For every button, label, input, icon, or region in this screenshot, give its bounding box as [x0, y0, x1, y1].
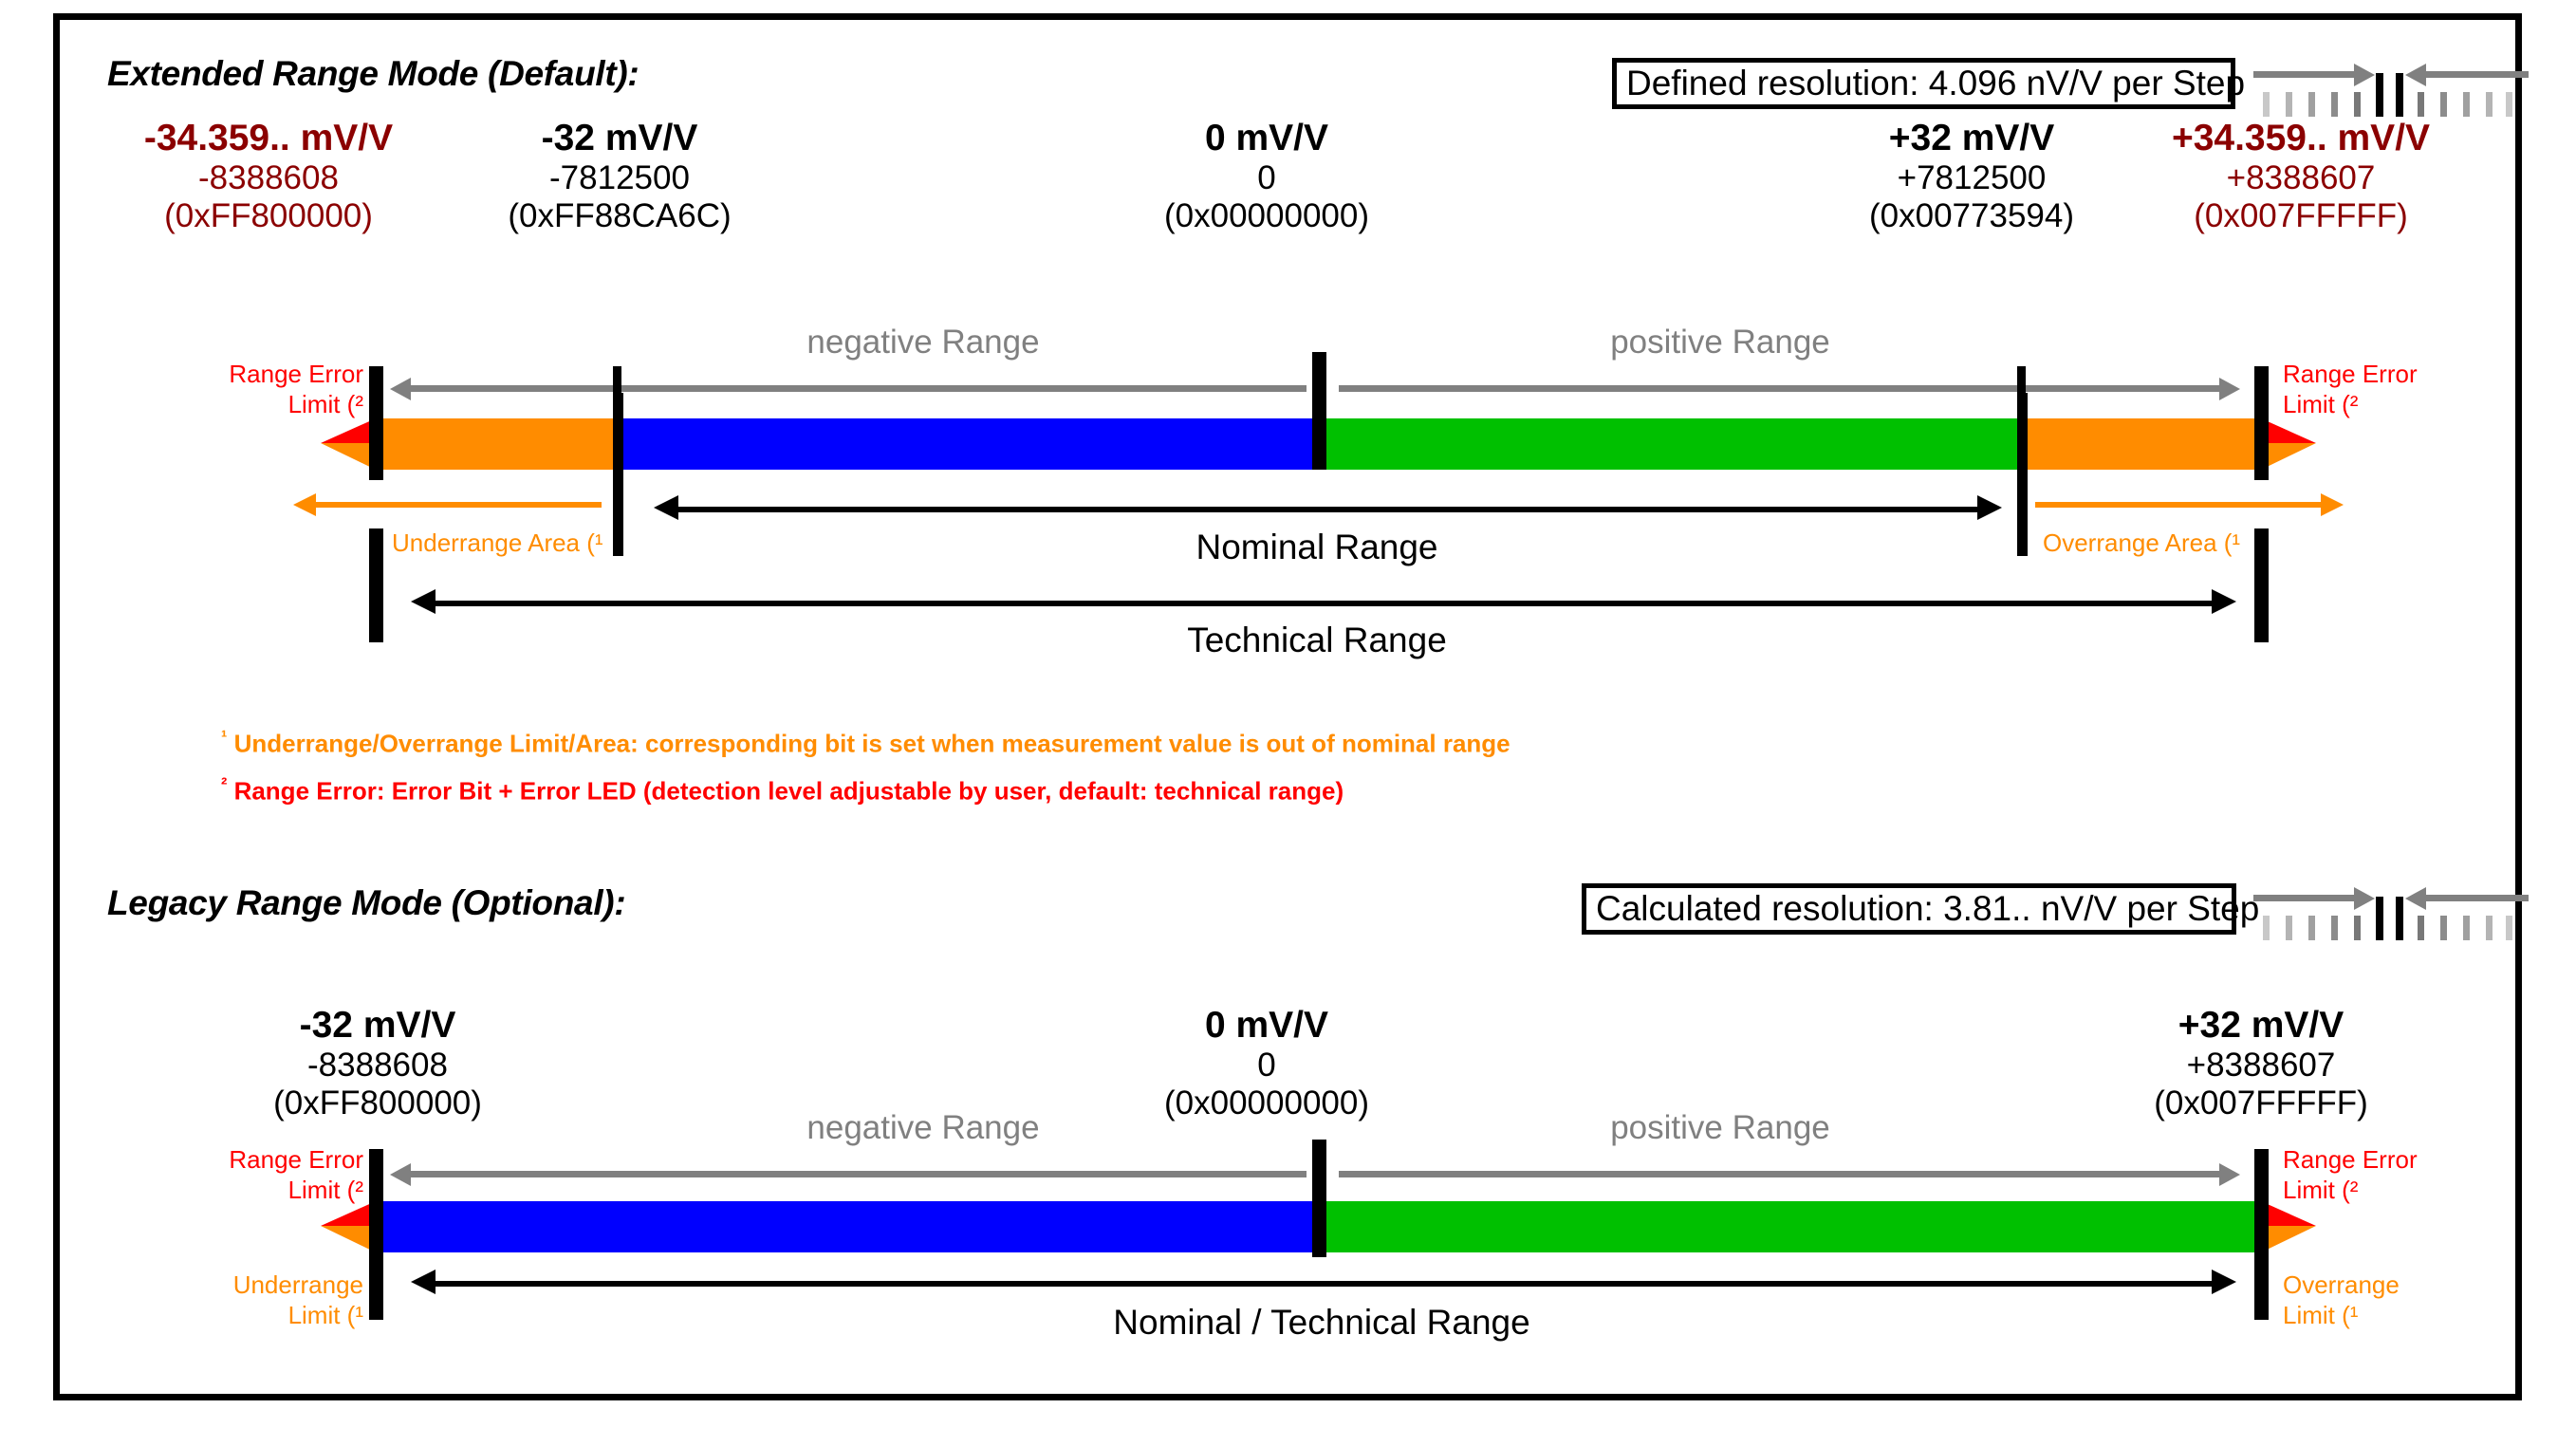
positive-range-bar-legacy	[1319, 1201, 2261, 1252]
diagram-frame: Extended Range Mode (Default): Defined r…	[53, 13, 2529, 1400]
value-hex: (0xFF800000)	[164, 197, 373, 235]
label-col-ext-0: -34.359.. mV/V -8388608 (0xFF800000)	[69, 118, 468, 235]
overrange-area-label: Overrange Area (¹	[2043, 528, 2241, 557]
value-hex: (0x00000000)	[1164, 197, 1369, 235]
range-error-right-ext: Range Error Limit (²	[2283, 360, 2418, 418]
underrange-area-label: Underrange Area (¹	[392, 528, 603, 557]
overrange-limit-label: Overrange Limit (¹	[2283, 1270, 2400, 1329]
range-error-left-ext: Range Error Limit (²	[229, 360, 363, 418]
tick-range-error-left-ext	[369, 366, 383, 480]
label-col-leg-1: 0 mV/V 0 (0x00000000)	[1067, 1005, 1466, 1122]
positive-range-bar	[1319, 418, 2023, 470]
tick-plus32-top-ext	[2017, 366, 2026, 393]
footnote-1: ¹ Underrange/Overrange Limit/Area: corre…	[221, 728, 1510, 758]
range-error-left-leg: Range Error Limit (²	[229, 1145, 363, 1204]
negative-range-bar-legacy	[376, 1201, 1319, 1252]
value-mv: 0 mV/V	[1204, 118, 1329, 158]
legacy-resolution-box: Calculated resolution: 3.81.. nV/V per S…	[1582, 883, 2259, 935]
extended-resolution-box: Defined resolution: 4.096 nV/V per Step	[1612, 58, 2245, 109]
value-dec: +8388607	[2186, 1047, 2336, 1084]
positive-range-label-ext: positive Range	[1610, 324, 1830, 361]
value-mv: 0 mV/V	[1204, 1005, 1329, 1046]
tick-minus32-ext	[613, 393, 623, 556]
negative-range-label-ext: negative Range	[806, 324, 1040, 361]
tick-zero-leg	[1312, 1140, 1326, 1257]
value-dec: 0	[1257, 159, 1276, 197]
value-mv: +34.359.. mV/V	[2171, 118, 2431, 158]
value-mv: -32 mV/V	[541, 118, 698, 158]
tick-range-error-right-ext	[2254, 366, 2269, 480]
tick-right-leg	[2254, 1149, 2269, 1320]
value-mv: -32 mV/V	[299, 1005, 456, 1046]
value-dec: +7812500	[1897, 159, 2047, 197]
label-col-ext-1: -32 mV/V -7812500 (0xFF88CA6C)	[420, 118, 819, 235]
value-hex: (0xFF800000)	[273, 1084, 482, 1122]
value-hex: (0x00773594)	[1869, 197, 2074, 235]
value-hex: (0x00000000)	[1164, 1084, 1369, 1122]
resolution-ticks-icon	[2253, 62, 2529, 117]
label-col-ext-4: +34.359.. mV/V +8388607 (0x007FFFFF)	[2102, 118, 2500, 235]
nominal-technical-range-caption: Nominal / Technical Range	[1113, 1303, 1530, 1342]
value-dec: -8388608	[198, 159, 339, 197]
tick-minus32-top-ext	[613, 366, 621, 393]
label-col-ext-2: 0 mV/V 0 (0x00000000)	[1067, 118, 1466, 235]
negative-range-label-leg: negative Range	[806, 1109, 1040, 1146]
nominal-range-caption: Nominal Range	[1195, 528, 1438, 566]
value-dec: -8388608	[307, 1047, 448, 1084]
legacy-range-title: Legacy Range Mode (Optional):	[107, 883, 626, 922]
range-error-right-leg: Range Error Limit (²	[2283, 1145, 2418, 1204]
underrange-area-bar	[376, 418, 619, 470]
value-hex: (0xFF88CA6C)	[508, 197, 732, 235]
value-mv: +32 mV/V	[1888, 118, 2055, 158]
value-hex: (0x007FFFFF)	[2154, 1084, 2368, 1122]
extended-range-title: Extended Range Mode (Default):	[107, 54, 639, 93]
label-col-ext-3: +32 mV/V +7812500 (0x00773594)	[1772, 118, 2171, 235]
overrange-area-bar	[2023, 418, 2261, 470]
value-dec: +8388607	[2226, 159, 2376, 197]
technical-range-caption: Technical Range	[1187, 621, 1447, 659]
negative-range-bar	[619, 418, 1319, 470]
value-dec: -7812500	[549, 159, 690, 197]
footnote-2: ² Range Error: Error Bit + Error LED (de…	[221, 775, 1344, 806]
label-col-leg-0: -32 mV/V -8388608 (0xFF800000)	[178, 1005, 577, 1122]
label-col-leg-2: +32 mV/V +8388607 (0x007FFFFF)	[2062, 1005, 2460, 1122]
value-dec: 0	[1257, 1047, 1276, 1084]
value-hex: (0x007FFFFF)	[2194, 197, 2408, 235]
tick-technical-left	[369, 528, 383, 642]
tick-left-leg	[369, 1149, 383, 1320]
tick-zero-ext	[1312, 352, 1326, 470]
tick-plus32-ext	[2017, 393, 2028, 556]
underrange-limit-label: Underrange Limit (¹	[232, 1270, 363, 1329]
value-mv: +32 mV/V	[2178, 1005, 2344, 1046]
positive-range-label-leg: positive Range	[1610, 1109, 1830, 1146]
resolution-ticks-icon-legacy	[2253, 885, 2529, 940]
tick-technical-right	[2254, 528, 2269, 642]
value-mv: -34.359.. mV/V	[143, 118, 394, 158]
